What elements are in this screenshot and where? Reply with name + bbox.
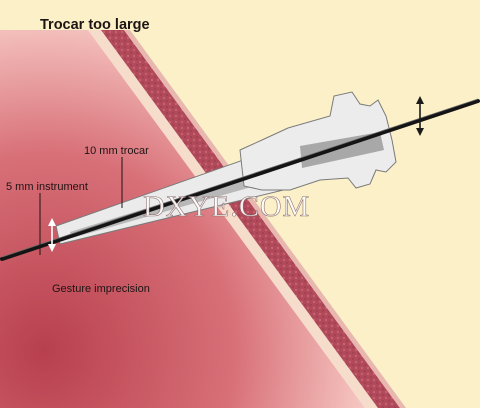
watermark: DXYE.COM [143,190,310,223]
tissue-region [0,30,365,408]
wall-inner-layer [88,30,378,408]
gesture-label: Gesture imprecision [52,283,150,295]
instrument-shaft [0,99,480,261]
instrument-label: 5 mm instrument [6,181,88,193]
trocar-label: 10 mm trocar [84,145,149,157]
diagram-title: Trocar too large [40,17,150,33]
motion-arrow-left-icon [48,218,56,252]
abdominal-wall [101,30,400,408]
wall-outer-layer [124,30,406,408]
motion-arrow-right-icon [416,96,424,136]
instrument-highlight [1,98,479,258]
